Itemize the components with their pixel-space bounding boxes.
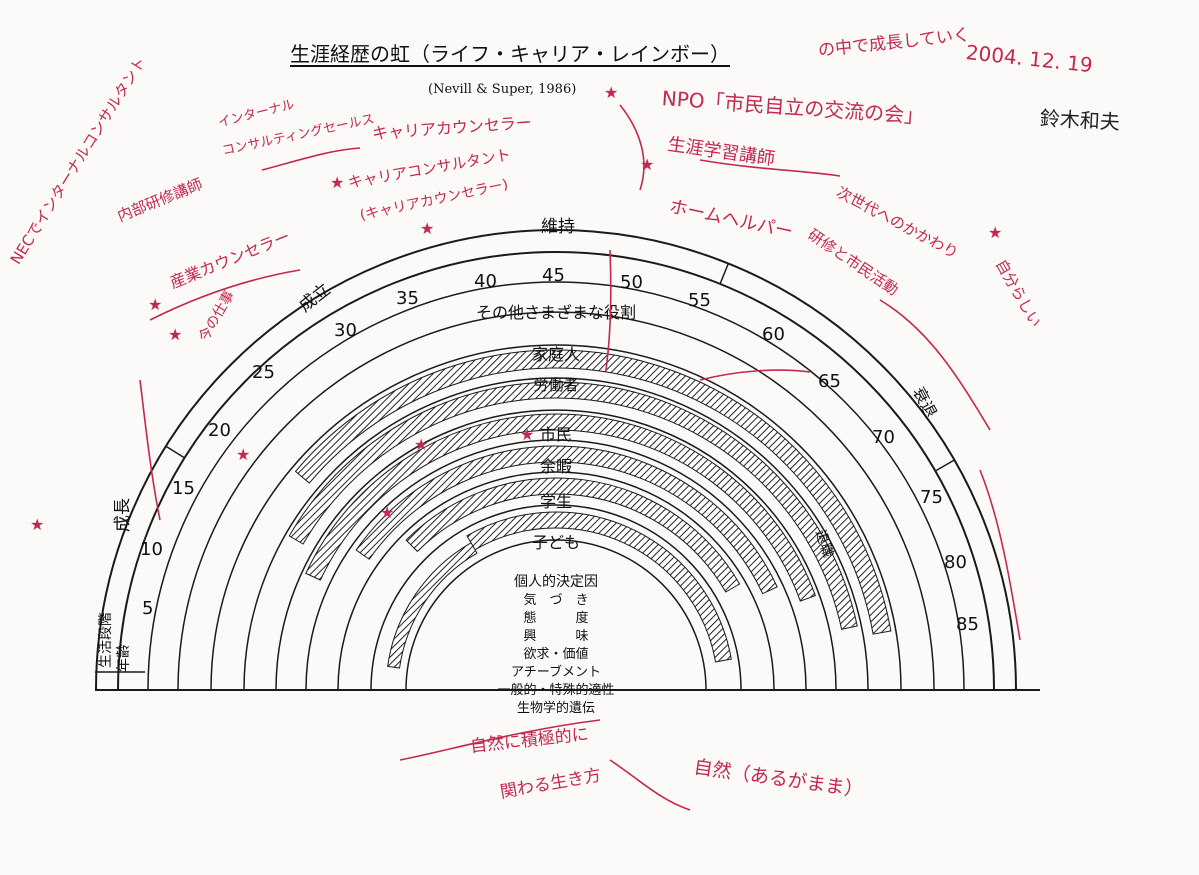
age-75: 75 <box>920 487 943 508</box>
age-5: 5 <box>142 598 153 619</box>
handwritten-stroke <box>261 147 361 171</box>
personal-determinants: 個人的決定因 気 づ き 態 度 興 味 欲求・価値 アチーブメント 一般的・特… <box>497 574 614 716</box>
star-mark: ★ <box>148 295 162 314</box>
stage-divider <box>165 445 185 459</box>
handwritten-stroke <box>609 759 691 811</box>
star-mark: ★ <box>604 83 618 102</box>
star-mark: ★ <box>30 515 44 534</box>
rainbow-arc <box>210 344 902 691</box>
age-45: 45 <box>542 265 565 286</box>
stage-label-growth: 成長 <box>113 498 133 532</box>
role-band <box>305 413 816 602</box>
role-citizen: 市民 <box>540 425 572 444</box>
factor-heredity: 生物学的遺伝 <box>517 700 595 716</box>
age-65: 65 <box>818 371 841 392</box>
role-other: その他さまざまな役割 <box>476 303 636 322</box>
star-mark: ★ <box>520 425 534 444</box>
age-40: 40 <box>474 271 497 292</box>
role-worker: 労働者 <box>533 376 578 394</box>
role-labels: その他さまざまな役割 家庭人 労働者 市民 余暇 学生 子ども <box>476 303 636 552</box>
factor-achievement: アチーブメント <box>511 664 601 680</box>
role-bands <box>288 349 892 669</box>
star-mark: ★ <box>414 435 428 454</box>
star-mark: ★ <box>640 155 654 174</box>
handwritten-strokes: ★ ★ ★ ★ ★ ★ ★ ★ ★ ★ ★ ★ <box>30 83 1021 811</box>
age-70: 70 <box>872 427 895 448</box>
handwritten-stroke <box>149 269 301 321</box>
handwritten-stroke <box>699 369 811 381</box>
rainbow-arc <box>405 539 707 691</box>
age-10: 10 <box>140 539 163 560</box>
role-band <box>405 477 741 593</box>
factor-interest: 興 味 <box>523 629 588 644</box>
handwritten-stroke <box>979 469 1021 641</box>
age-30: 30 <box>334 320 357 341</box>
factors-title: 個人的決定因 <box>514 574 598 590</box>
rainbow-arc <box>117 251 995 691</box>
age-55: 55 <box>688 290 711 311</box>
rainbow-arc <box>337 471 775 691</box>
age-80: 80 <box>944 552 967 573</box>
age-60: 60 <box>762 324 785 345</box>
handwritten-stroke <box>605 249 612 371</box>
rainbow-arc <box>370 504 742 691</box>
factor-awareness: 気 づ き <box>523 592 588 608</box>
role-student: 学生 <box>540 492 572 511</box>
handwritten-stroke <box>619 104 645 191</box>
age-label: 年齢 <box>116 644 132 672</box>
stage-label-decline: 衰退 <box>909 384 941 421</box>
age-25: 25 <box>252 362 275 383</box>
star-mark: ★ <box>168 325 182 344</box>
factor-needs-values: 欲求・価値 <box>523 646 588 662</box>
age-50: 50 <box>620 272 643 293</box>
age-15: 15 <box>172 478 195 499</box>
age-85: 85 <box>956 614 979 635</box>
rainbow-arc <box>177 311 935 691</box>
factor-attitude: 態 度 <box>523 610 588 626</box>
role-child: 子ども <box>532 533 580 552</box>
page-title: 生涯経歴の虹（ライフ・キャリア・レインボー） <box>290 42 730 66</box>
stage-divider <box>719 263 730 285</box>
star-mark: ★ <box>420 219 434 238</box>
citation: (Nevill & Super, 1986) <box>428 82 577 97</box>
star-mark: ★ <box>330 173 344 192</box>
age-ticks: 5 10 15 20 25 30 35 40 45 50 55 60 65 70… <box>140 265 979 635</box>
role-band <box>288 381 858 630</box>
life-stages-label: 生活段階 <box>98 612 114 668</box>
age-35: 35 <box>396 288 419 309</box>
handwritten-stroke <box>399 719 601 761</box>
role-homemaker: 家庭人 <box>532 345 580 364</box>
role-band <box>294 349 892 635</box>
age-20: 20 <box>208 420 231 441</box>
rainbow-arc <box>305 439 807 691</box>
rainbow-arcs <box>95 229 1017 691</box>
handwritten-stroke <box>879 299 991 431</box>
star-mark: ★ <box>988 223 1002 242</box>
rainbow-arc <box>147 281 965 691</box>
handwritten-stroke <box>139 379 161 521</box>
author-signature: 鈴木和夫 <box>1039 106 1121 135</box>
star-mark: ★ <box>380 503 394 522</box>
role-band <box>355 445 778 595</box>
handwritten-stroke <box>699 159 841 177</box>
factor-aptitude: 一般的・特殊的適性 <box>497 682 614 698</box>
rainbow-arc <box>243 377 869 691</box>
stage-divider <box>934 459 955 472</box>
stage-label-maintenance: 維持 <box>541 217 575 237</box>
star-mark: ★ <box>236 445 250 464</box>
stage-label-establishment: 成立 <box>295 280 334 317</box>
role-leisurite: 余暇 <box>540 457 572 476</box>
role-band <box>466 511 732 663</box>
role-band <box>387 542 478 669</box>
rainbow-arc <box>275 409 837 691</box>
